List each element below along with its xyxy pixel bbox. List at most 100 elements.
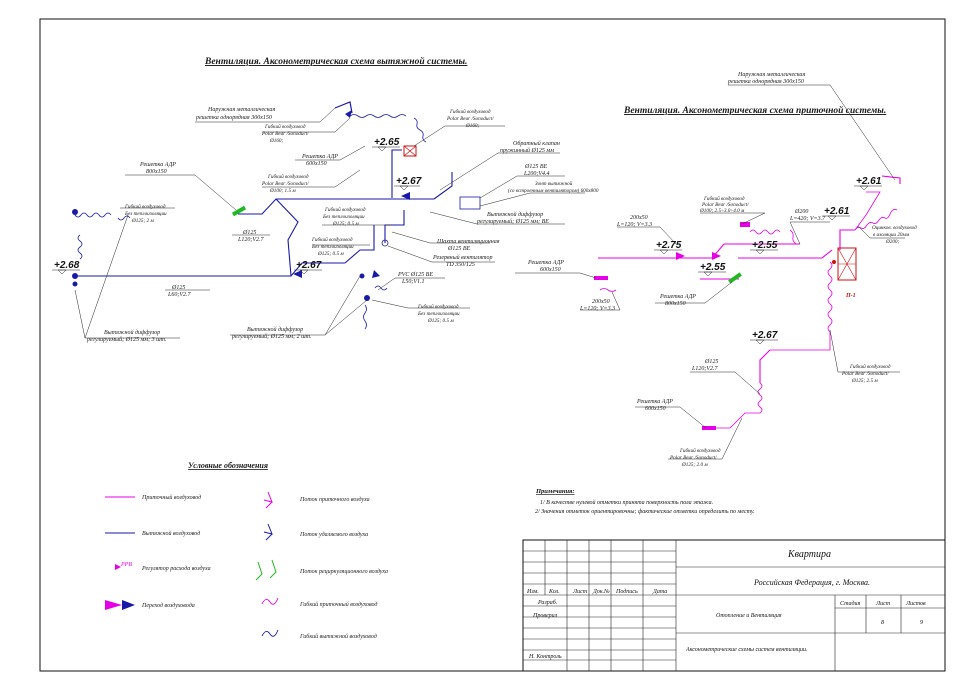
elevation-267-lower: +2.67: [296, 260, 322, 271]
legend-transition-supply: [105, 600, 122, 610]
label-grille-adr-800: Решетка АДР 800х150: [139, 162, 177, 175]
legend-transition: Переход воздуховода: [141, 602, 195, 609]
elevation-265: +2.65: [374, 137, 400, 148]
supply-unit-out: [839, 229, 855, 250]
supply-grille-600: [594, 276, 608, 280]
notes: Примечания: 1/ В качестве нулевой отметк…: [535, 488, 755, 515]
tb-role-norm-control: Н. Контроль: [528, 654, 562, 660]
exhaust-to-umbrella: [433, 172, 453, 200]
label-flex-noins-2m: Гибкий воздуховод Без теплоизоляции Ø125…: [124, 203, 168, 224]
exhaust-riser: [391, 149, 402, 198]
exhaust-outer-grille: [334, 101, 353, 114]
tb-col-qty: Кол.: [548, 589, 560, 595]
supply-grille-800: [728, 272, 742, 284]
label-supply-flex-125: Гибкий воздуховод Polar Bear /Sonoduct/ …: [841, 363, 892, 384]
label-supply-outer-grille: Наружная металлическая решетка однорядна…: [727, 72, 807, 85]
tb-sheets-label: Листов: [905, 601, 926, 607]
label-check-valve: Обратный клапан пружинный Ø125 мм: [500, 140, 561, 154]
elevation-261-top: +2.61: [856, 176, 882, 187]
supply-lower-riser: [759, 349, 771, 383]
supply-unit-hatch: [837, 247, 857, 281]
exhaust-ducts: [74, 110, 453, 330]
exhaust-branch-upper: [238, 198, 434, 215]
tb-col-doc: Док.№: [592, 589, 610, 595]
supply-grille-600-lower: [702, 426, 716, 430]
exhaust-leaders: [74, 107, 585, 339]
legend-supply-duct: Приточный воздуховод: [141, 494, 201, 501]
supply-elevations: +2.61 +2.61 +2.75 +2.55 +2.55 +2.67: [654, 176, 882, 345]
tb-object: Квартира: [787, 549, 831, 560]
exhaust-mid-link: [344, 225, 375, 264]
supply-flex-outlet: [740, 222, 750, 227]
legend-recirc-flow: Поток рециркуляционного воздуха: [299, 568, 388, 575]
tb-col-change: Изм.: [526, 589, 539, 595]
exhaust-title: Вентиляция. Аксонометрическая схема вытя…: [204, 56, 467, 67]
label-umbrella: Зонт вытяжной (со встроенным вентиляторо…: [508, 180, 599, 194]
label-supply-200x50-upper: 200х50 L=120; V=3.3: [616, 215, 652, 228]
label-flex-160-right: Гибкий воздуховод Polar Bear /Sonoduct/ …: [446, 108, 495, 129]
supply-title: Вентиляция. Аксонометрическая схема прит…: [623, 105, 886, 116]
legend-exhaust-duct: Вытяжной воздуховод: [142, 530, 200, 537]
tb-location: Российская Федерация, г. Москва.: [753, 578, 870, 587]
supply-outer-grille: [881, 175, 901, 184]
label-flex-100: Гибкий воздуховод Polar Bear /Sonoduct/ …: [261, 173, 310, 194]
legend-exhaust-flow-icon: [263, 523, 273, 541]
supply-unit-label: П-1: [845, 293, 856, 299]
exhaust-elevations: +2.65 +2.67 +2.68 +2.67: [52, 137, 422, 275]
tb-role-checker: Проверил: [532, 613, 558, 619]
supply-main: [598, 243, 800, 259]
legend-regulator-symbol: [115, 564, 121, 570]
tb-stage-label: Стадия: [840, 600, 861, 607]
label-supply-200x50-lower: 200х50 L=120; V=3.3: [579, 299, 615, 312]
legend-supply-flow: Поток приточного воздуха: [299, 496, 370, 503]
tb-sheets-total: 9: [920, 620, 923, 626]
label-supply-d125: Ø125 L120;V2.7: [691, 359, 720, 372]
supply-damper-dot: [832, 260, 836, 264]
legend-flex-supply: Гибкий приточный воздуховод: [299, 601, 377, 608]
label-d125-l120-exhaust: Ø125 L120;V2.7: [237, 230, 265, 243]
exhaust-fan-cross: [403, 145, 417, 157]
tb-section: Отопление и Вентиляция: [716, 613, 782, 619]
label-supply-flex-125-lower: Гибкий воздуховод Polar Bear /Sonoduct/ …: [669, 447, 722, 468]
elevation-267-supply: +2.67: [752, 330, 778, 341]
sheet-frame: [39, 18, 946, 672]
elevation-267-upper: +2.67: [396, 176, 422, 187]
label-supply-grille-600-lower: Решетка АДР 600х150: [636, 399, 674, 412]
label-flex-160-left: Гибкий воздуховод Polar Bear /Sonoduct/ …: [261, 123, 310, 144]
label-d125-be: Ø125 BE L200;V4.4: [523, 164, 550, 177]
legend-title: Условные обозначения: [188, 461, 268, 470]
label-pvc: PVC Ø125 BE L50;V1.1: [397, 272, 435, 285]
label-flex-noins-05-upper: Гибкий воздуховод Без теплоизоляции Ø125…: [322, 206, 367, 227]
legend-recirc-flow-icon: [255, 559, 277, 581]
legend-flex-exhaust-icon: [261, 629, 279, 637]
label-diffuser-3: Вытяжной диффузор регулируемый; Ø125 мм;…: [86, 329, 167, 343]
exhaust-connector: [275, 198, 299, 277]
label-supply-grille-800: Решетка АДР 800х150: [659, 294, 697, 307]
exhaust-shaft-link: [384, 210, 405, 243]
label-reserve-fan: Резервный вентилятор TD 350/125: [432, 254, 494, 268]
tb-col-date: Дата: [652, 589, 667, 595]
legend-regulator: Регулятор расхода воздуха: [141, 565, 211, 572]
elevation-255-upper: +2.55: [752, 240, 778, 251]
legend-exhaust-flow: Поток удаляемого воздуха: [299, 531, 368, 538]
label-diffuser-2: Вытяжной диффузор регулируемый; Ø125 мм;…: [231, 326, 312, 340]
label-supply-flex-100: Гибкий воздуховод Polar Bear /Sonoduct/ …: [699, 195, 750, 214]
label-flex-noins-05-lower: Гибкий воздуховод Без теплоизоляции Ø125…: [417, 303, 461, 324]
exhaust-main-lower: [75, 262, 345, 277]
label-shaft: Шахта вентиляционная Ø125 BE: [436, 239, 501, 252]
elevation-275: +2.75: [656, 240, 682, 251]
supply-annotations: Наружная металлическая решетка однорядна…: [527, 72, 917, 468]
tb-col-sheet: Лист: [572, 589, 588, 595]
elevation-261-mid: +2.61: [824, 206, 850, 217]
label-diffuser-be: Вытяжной диффузор регулируемый; Ø125 мм;…: [476, 211, 549, 225]
tb-col-sign: Подпись: [615, 588, 638, 595]
legend-regulator-mark: РРВ: [120, 562, 132, 568]
exhaust-diffusers: [72, 209, 370, 301]
elevation-255-lower: +2.55: [700, 262, 726, 273]
legend-supply-flow-icon: [263, 491, 273, 509]
tb-sheet-number: 8: [881, 620, 884, 626]
legend-transition-exhaust: [122, 600, 135, 610]
notes-heading: Примечания:: [535, 488, 575, 495]
